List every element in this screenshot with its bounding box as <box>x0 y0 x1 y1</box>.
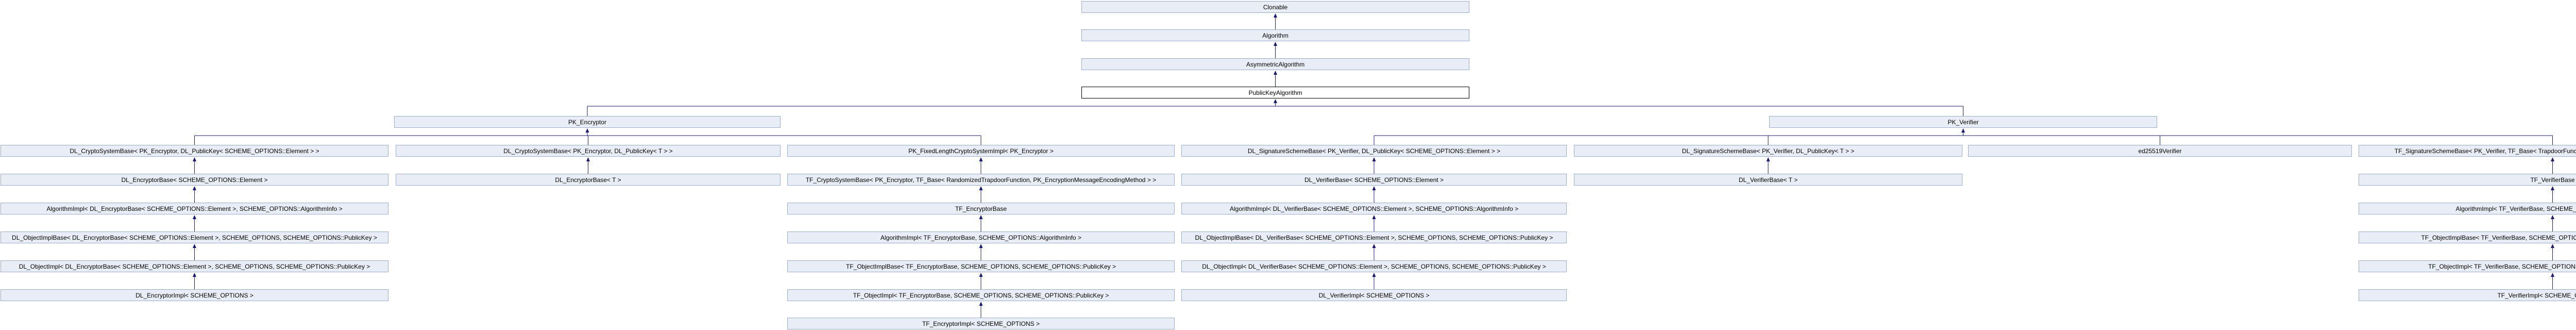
class-node-clonable[interactable]: Clonable <box>1081 1 1469 13</box>
class-node-dl_verifierbase_element[interactable]: DL_VerifierBase< SCHEME_OPTIONS::Element… <box>1181 174 1567 186</box>
class-node-dl_objectimplbase_verifier[interactable]: DL_ObjectImplBase< DL_VerifierBase< SCHE… <box>1181 232 1567 243</box>
class-node-pk_verifier[interactable]: PK_Verifier <box>1769 116 2157 128</box>
class-node-dl_cryptosystembase_element[interactable]: DL_CryptoSystemBase< PK_Encryptor, DL_Pu… <box>1 145 388 157</box>
class-node-tf_objectimpl_encryptor[interactable]: TF_ObjectImpl< TF_EncryptorBase, SCHEME_… <box>787 289 1175 301</box>
class-node-tf_objectimpl_verifier[interactable]: TF_ObjectImpl< TF_VerifierBase, SCHEME_O… <box>2359 260 2576 272</box>
class-node-public_key_algorithm: PublicKeyAlgorithm <box>1081 87 1469 98</box>
class-node-dl_cryptosystembase_t[interactable]: DL_CryptoSystemBase< PK_Encryptor, DL_Pu… <box>396 145 781 157</box>
class-node-algorithm[interactable]: Algorithm <box>1081 29 1469 41</box>
class-node-tf_encryptorimpl[interactable]: TF_EncryptorImpl< SCHEME_OPTIONS > <box>787 318 1175 329</box>
class-node-pk_fixedlengthcryptosystemimpl[interactable]: PK_FixedLengthCryptoSystemImpl< PK_Encry… <box>787 145 1175 157</box>
class-node-algorithmimpl_tf_verifierbase[interactable]: AlgorithmImpl< TF_VerifierBase, SCHEME_O… <box>2359 203 2576 214</box>
class-node-asymmetric_algorithm[interactable]: AsymmetricAlgorithm <box>1081 58 1469 70</box>
class-node-ed25519verifier[interactable]: ed25519Verifier <box>1968 145 2352 157</box>
class-node-dl_signatureschemebase_element[interactable]: DL_SignatureSchemeBase< PK_Verifier, DL_… <box>1181 145 1567 157</box>
class-node-dl_verifierimpl[interactable]: DL_VerifierImpl< SCHEME_OPTIONS > <box>1181 289 1567 301</box>
class-node-tf_verifierimpl[interactable]: TF_VerifierImpl< SCHEME_OPTIONS > <box>2359 289 2576 301</box>
class-node-tf_verifierbase[interactable]: TF_VerifierBase <box>2359 174 2576 186</box>
class-node-dl_signatureschemebase_t[interactable]: DL_SignatureSchemeBase< PK_Verifier, DL_… <box>1574 145 1962 157</box>
class-node-dl_encryptorimpl[interactable]: DL_EncryptorImpl< SCHEME_OPTIONS > <box>1 289 388 301</box>
class-node-dl_objectimpl_encryptor[interactable]: DL_ObjectImpl< DL_EncryptorBase< SCHEME_… <box>1 260 388 272</box>
class-node-dl_encryptorbase_element[interactable]: DL_EncryptorBase< SCHEME_OPTIONS::Elemen… <box>1 174 388 186</box>
class-node-pk_encryptor[interactable]: PK_Encryptor <box>394 116 781 128</box>
class-node-dl_verifierbase_t[interactable]: DL_VerifierBase< T > <box>1574 174 1962 186</box>
class-node-tf_signatureschemebase[interactable]: TF_SignatureSchemeBase< PK_Verifier, TF_… <box>2359 145 2576 157</box>
class-node-tf_cryptosystembase[interactable]: TF_CryptoSystemBase< PK_Encryptor, TF_Ba… <box>787 174 1175 186</box>
class-node-algorithmimpl_dl_encryptorbase[interactable]: AlgorithmImpl< DL_EncryptorBase< SCHEME_… <box>1 203 388 214</box>
class-node-dl_objectimplbase_encryptor[interactable]: DL_ObjectImplBase< DL_EncryptorBase< SCH… <box>1 232 388 243</box>
class-node-algorithmimpl_dl_verifierbase[interactable]: AlgorithmImpl< DL_VerifierBase< SCHEME_O… <box>1181 203 1567 214</box>
class-node-dl_encryptorbase_t[interactable]: DL_EncryptorBase< T > <box>396 174 781 186</box>
class-node-tf_encryptorbase[interactable]: TF_EncryptorBase <box>787 203 1175 214</box>
class-node-tf_objectimplbase_encryptor[interactable]: TF_ObjectImplBase< TF_EncryptorBase, SCH… <box>787 260 1175 272</box>
class-node-dl_objectimpl_verifier[interactable]: DL_ObjectImpl< DL_VerifierBase< SCHEME_O… <box>1181 260 1567 272</box>
class-node-algorithmimpl_tf_encryptorbase[interactable]: AlgorithmImpl< TF_EncryptorBase, SCHEME_… <box>787 232 1175 243</box>
class-node-tf_objectimplbase_verifier[interactable]: TF_ObjectImplBase< TF_VerifierBase, SCHE… <box>2359 232 2576 243</box>
